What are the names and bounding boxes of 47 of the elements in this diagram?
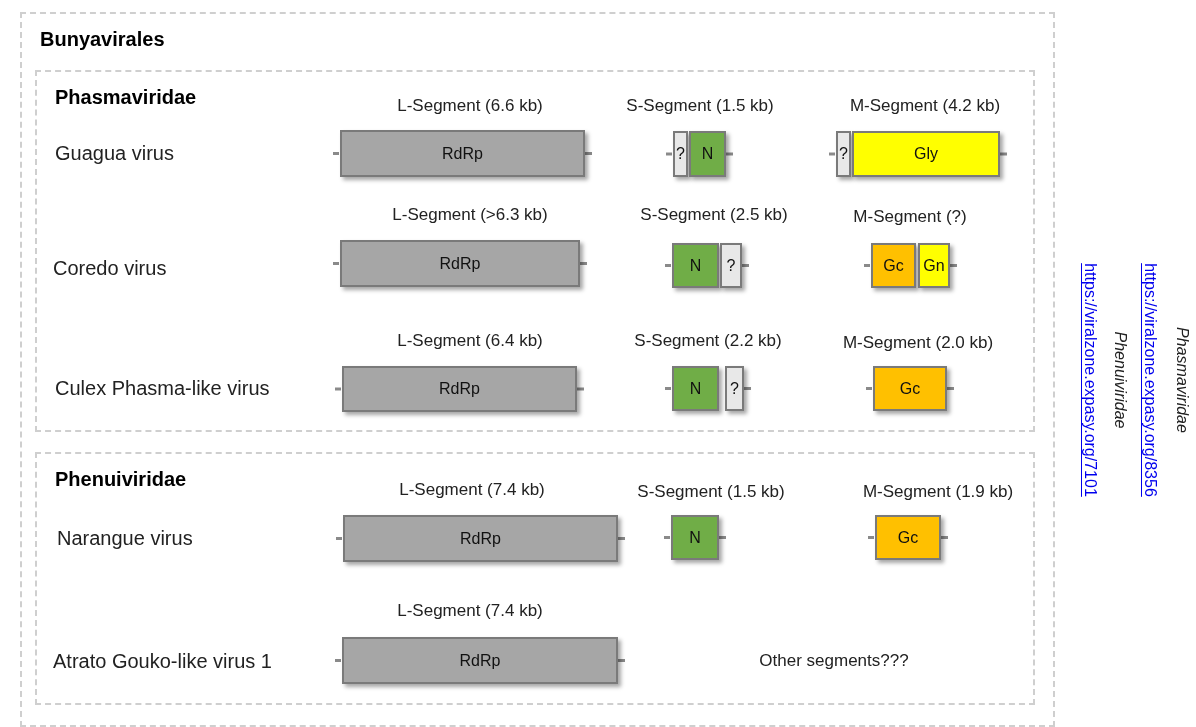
segment-label: L-Segment (6.6 kb)	[397, 96, 543, 116]
link: https://viralzone.expasy.org/7101	[1081, 263, 1099, 497]
segment-label: S-Segment (2.5 kb)	[640, 205, 788, 225]
virus-name: Culex Phasma-like virus	[55, 376, 270, 400]
family-name: Phasmaviridae	[1173, 327, 1191, 433]
virus-name: Narangue virus	[57, 526, 193, 550]
gene-box: Gc	[875, 515, 941, 560]
gene-box: N	[672, 366, 719, 411]
panel-heading: Phenuiviridae	[55, 468, 187, 491]
segment-label: M-Segment (?)	[853, 207, 967, 227]
note-text: Other segments???	[759, 651, 909, 671]
segment-label: S-Segment (1.5 kb)	[637, 482, 785, 502]
family-panel	[35, 70, 1035, 432]
segment-label: M-Segment (1.9 kb)	[862, 482, 1014, 502]
gene-box: RdRp	[343, 515, 618, 562]
segment-label: L-Segment (6.4 kb)	[397, 331, 543, 351]
gene-box: ?	[720, 243, 742, 288]
family-panel	[35, 452, 1035, 705]
gene-box: Gc	[871, 243, 916, 288]
segment-label: M-Segment (4.2 kb)	[849, 96, 1001, 116]
virus-name: Guagua virus	[55, 141, 174, 165]
panel-heading: Bunyavirales	[40, 28, 165, 51]
segment-label: M-Segment (2.0 kb)	[842, 333, 994, 353]
gene-box: N	[671, 515, 719, 560]
segment-label: L-Segment (>6.3 kb)	[392, 205, 548, 225]
link: https://viralzone.expasy.org/8356	[1141, 263, 1159, 497]
gene-box: RdRp	[340, 130, 585, 177]
panel-heading: Phasmaviridae	[55, 86, 197, 109]
segment-label: S-Segment (2.2 kb)	[634, 331, 782, 351]
virus-name: Coredo virus	[53, 256, 167, 280]
virus-name: Atrato Gouko-like virus 1	[53, 649, 272, 673]
order-panel	[20, 12, 1055, 727]
gene-box: RdRp	[342, 366, 577, 412]
gene-box: ?	[673, 131, 688, 177]
gene-box: Gc	[873, 366, 947, 411]
family-name: Phenuiviridae	[1111, 331, 1129, 429]
gene-box: Gn	[918, 243, 950, 288]
gene-box: N	[672, 243, 719, 288]
gene-box: RdRp	[342, 637, 618, 684]
gene-box: ?	[836, 131, 851, 177]
gene-box: ?	[725, 366, 744, 411]
gene-box: Gly	[852, 131, 1000, 177]
segment-label: L-Segment (7.4 kb)	[399, 480, 545, 500]
gene-box: N	[689, 131, 726, 177]
gene-box: RdRp	[340, 240, 580, 287]
segment-label: S-Segment (1.5 kb)	[626, 96, 774, 116]
segment-label: L-Segment (7.4 kb)	[397, 601, 543, 621]
